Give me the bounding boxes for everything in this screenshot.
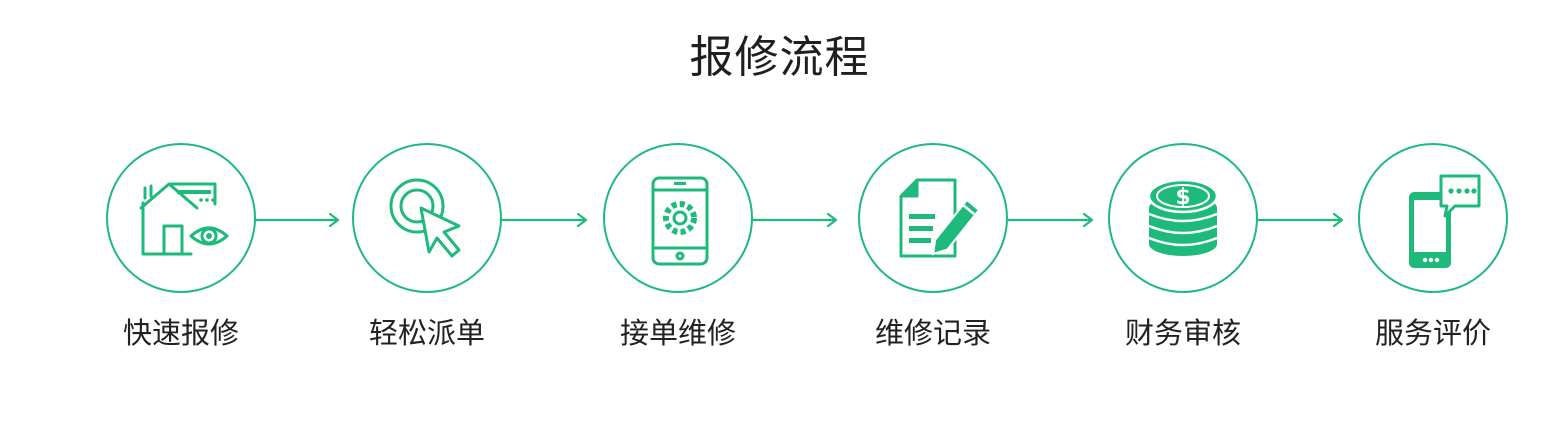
flow-arrow-icon <box>502 212 588 228</box>
flow-arrow-icon <box>254 212 340 228</box>
step-label: 轻松派单 <box>368 316 485 350</box>
phone-gear-icon <box>651 176 709 266</box>
step-label: 财务审核 <box>1124 316 1241 350</box>
step-circle <box>603 143 753 293</box>
step-circle <box>106 143 256 293</box>
flow-arrow-icon <box>1258 212 1344 228</box>
step-repair-record: 维修记录 <box>858 143 1008 350</box>
cursor-click-icon <box>389 178 461 258</box>
step-circle <box>1358 143 1508 293</box>
step-circle <box>352 143 502 293</box>
step-label: 接单维修 <box>619 316 736 350</box>
document-pencil-icon <box>899 178 980 258</box>
step-easy-dispatch: 轻松派单 <box>352 143 502 350</box>
phone-chat-icon <box>1409 174 1481 268</box>
flow-arrow-icon <box>752 212 838 228</box>
page-title: 报修流程 <box>689 32 870 83</box>
step-label: 服务评价 <box>1374 316 1491 350</box>
svg-text:$: $ <box>1175 185 1190 210</box>
step-label: 快速报修 <box>122 316 239 350</box>
step-circle: $ <box>1108 143 1258 293</box>
step-service-review: 服务评价 <box>1358 143 1508 350</box>
step-finance-review: $ 财务审核 <box>1108 143 1258 350</box>
flow-arrow-icon <box>1008 212 1094 228</box>
house-eye-icon <box>139 182 229 256</box>
step-quick-report: 快速报修 <box>106 143 256 350</box>
coin-stack-icon: $ <box>1147 178 1219 256</box>
step-circle <box>858 143 1008 293</box>
step-accept-repair: 接单维修 <box>603 143 753 350</box>
step-label: 维修记录 <box>874 316 991 350</box>
